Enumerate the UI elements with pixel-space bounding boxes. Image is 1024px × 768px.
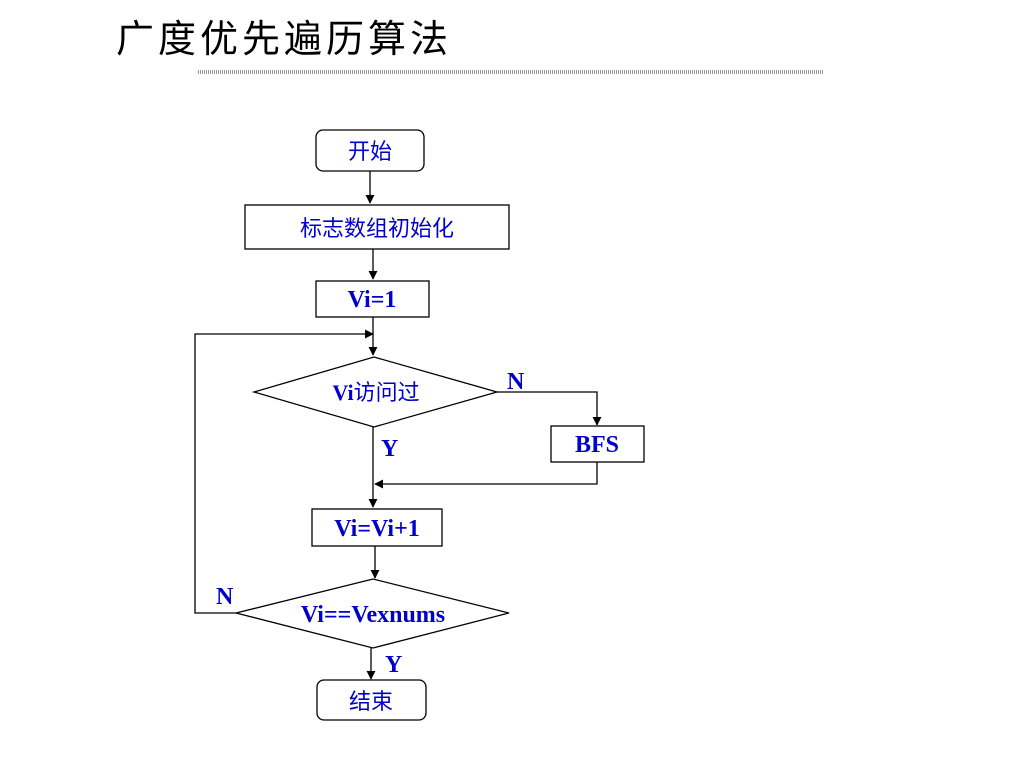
increment-label: Vi=Vi+1	[334, 516, 420, 542]
compare-label: Vi==Vexnums	[301, 602, 445, 628]
page-title: 广度优先遍历算法	[116, 17, 453, 61]
visited-decision: Vi访问过	[251, 356, 500, 428]
assign-label: Vi=1	[348, 287, 397, 313]
bfs-node: BFS	[550, 425, 645, 463]
compare-decision: Vi==Vexnums	[235, 578, 510, 649]
edge-compare-no-loop	[194, 329, 374, 614]
title-divider	[198, 70, 823, 74]
visited-label-cjk: 访问过	[354, 381, 420, 406]
increment-node: Vi=Vi+1	[311, 508, 443, 547]
compare-yes-label: Y	[385, 652, 402, 678]
visited-label-latin: Vi	[332, 380, 353, 405]
compare-no-label: N	[216, 584, 234, 610]
edge-visited-no-bfs	[497, 391, 602, 426]
visited-no-label: N	[507, 369, 525, 395]
assign-node: Vi=1	[315, 280, 430, 318]
edge-bfs-return	[374, 462, 598, 489]
start-label: 开始	[348, 140, 392, 165]
visited-label: Vi访问过	[332, 380, 419, 406]
init-label: 标志数组初始化	[300, 217, 454, 242]
bfs-label: BFS	[575, 432, 619, 458]
connectors	[194, 171, 602, 680]
init-node: 标志数组初始化	[244, 204, 510, 250]
end-node: 结束	[316, 679, 427, 721]
end-label: 结束	[349, 690, 393, 715]
start-node: 开始	[315, 129, 425, 172]
visited-yes-label: Y	[381, 436, 398, 462]
